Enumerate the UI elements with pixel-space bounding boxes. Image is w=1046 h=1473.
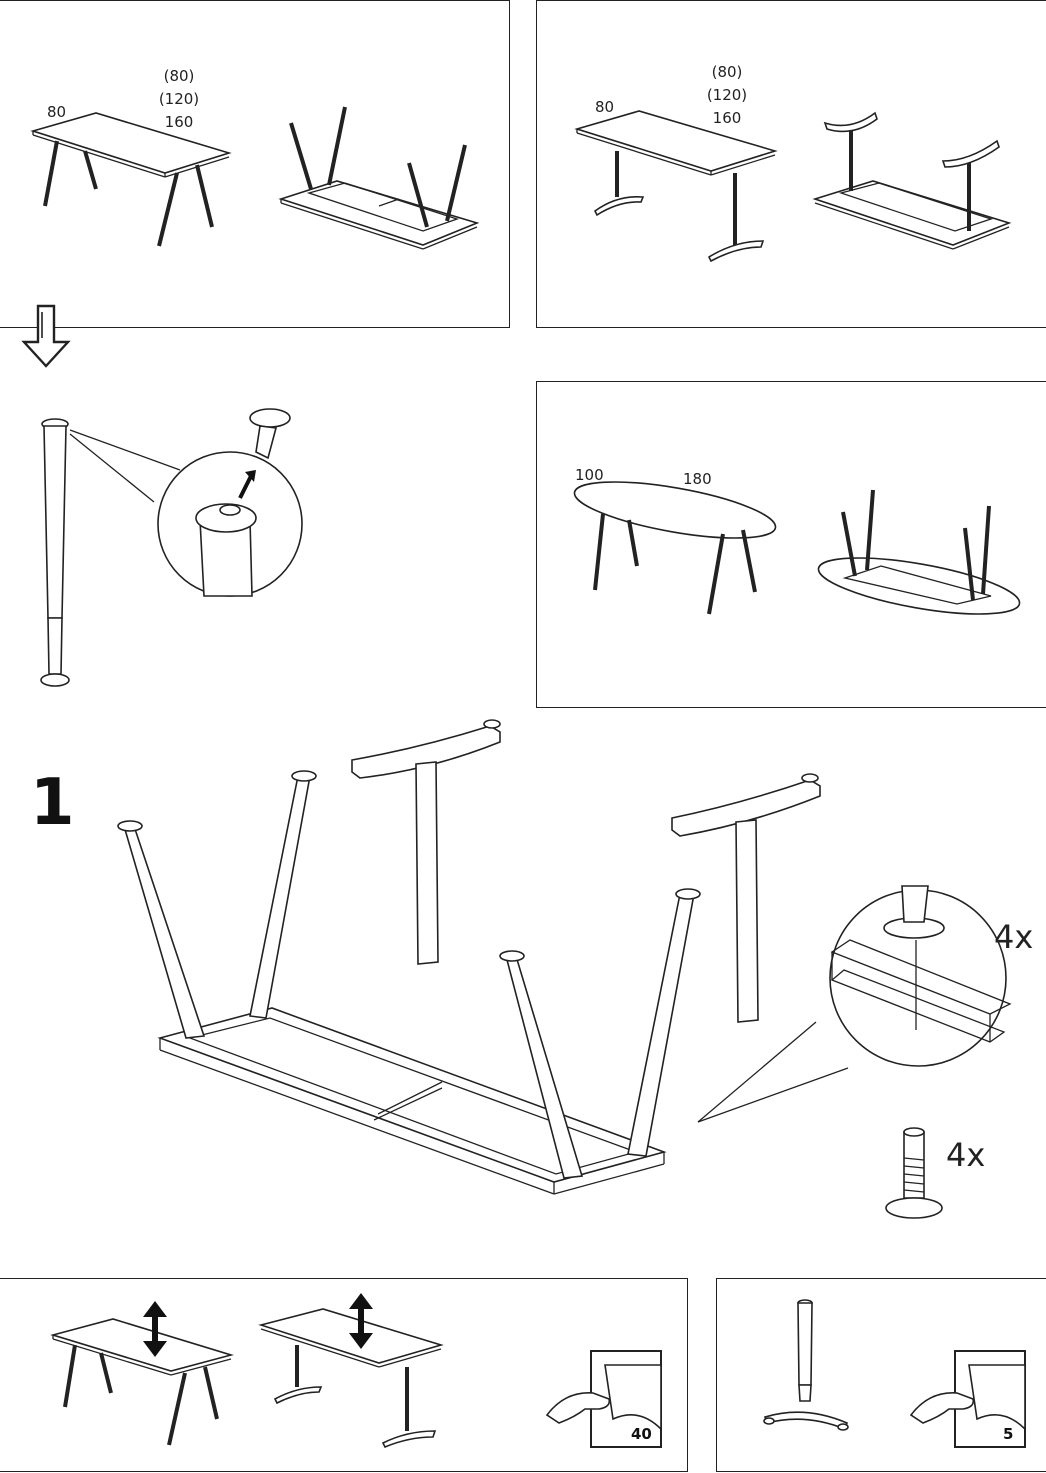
qty-label-bottom: 4x xyxy=(946,1136,985,1174)
step-1-assembly-illustration xyxy=(120,712,880,1232)
panel-t-leg-detail: 5 xyxy=(716,1278,1046,1472)
step-number: 1 xyxy=(30,766,75,840)
panel-height-adjust: 40 xyxy=(0,1278,688,1472)
frame-foot-detail xyxy=(820,880,1020,1080)
panel-b-t-leg-table: 80 (80) (120) 160 xyxy=(536,0,1046,328)
qty-label-top: 4x xyxy=(994,918,1033,956)
panel-a-leg-table: 80 (80) (120) 160 xyxy=(0,0,510,328)
leg-screw-detail xyxy=(30,400,350,700)
oval-table-illustration xyxy=(537,382,1046,709)
panel-a-table-illustration xyxy=(0,1,511,329)
height-adjust-illustration: 40 xyxy=(0,1279,689,1473)
turn-page-icon: 40 xyxy=(547,1351,661,1447)
t-leg-detail-illustration: 5 xyxy=(717,1279,1046,1473)
page-ref-5: 5 xyxy=(1003,1425,1013,1443)
panel-oval-table: 100 180 xyxy=(536,381,1046,708)
turn-page-icon: 5 xyxy=(911,1351,1025,1447)
page-ref-40: 40 xyxy=(631,1425,652,1443)
down-arrow-icon xyxy=(16,302,76,372)
panel-b-table-illustration xyxy=(537,1,1046,329)
